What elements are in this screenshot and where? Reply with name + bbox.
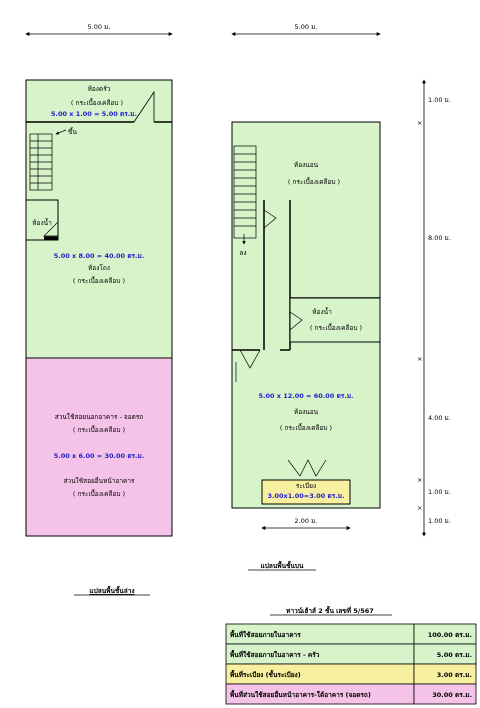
front-name-label: ส่วนใช้สอยอื่นหน้าอาคาร bbox=[63, 476, 135, 485]
upper-width-dimension: 5.00 ม. bbox=[231, 23, 381, 36]
summary-row-value: 100.00 ตร.ม. bbox=[428, 631, 472, 639]
ground-front-area bbox=[25, 357, 173, 537]
ground-width-dimension: 5.00 ม. bbox=[25, 23, 173, 36]
svg-text:×: × bbox=[417, 119, 422, 127]
dim-v4-label: 1.00 ม. bbox=[428, 488, 451, 496]
hall-floor-label: ( กระเบื้องเคลือบ ) bbox=[73, 276, 125, 285]
upper-balcony bbox=[261, 479, 351, 505]
bedroom1-floor-label: ( กระเบื้องเคลือบ ) bbox=[288, 177, 340, 186]
bedroom2-floor-label: ( กระเบื้องเคลือบ ) bbox=[280, 423, 332, 432]
ground-up-label: ขึ้น bbox=[68, 127, 77, 136]
summary-row-value: 3.00 ตร.ม. bbox=[437, 671, 472, 679]
upper-area-label: 5.00 x 12.00 = 60.00 ตร.ม. bbox=[258, 392, 353, 400]
kitchen-floor-label: ( กระเบื้องเคลือบ ) bbox=[71, 98, 123, 107]
bedroom2-label: ห้องนอน bbox=[294, 408, 319, 416]
front-use-label: ส่วนใช้สอยนอกอาคาร - จอดรถ bbox=[55, 413, 144, 421]
bedroom1-label: ห้องนอน bbox=[294, 161, 319, 169]
dim-v3-label: 4.00 ม. bbox=[428, 414, 451, 422]
svg-text:×: × bbox=[417, 355, 422, 363]
summary-row-label: พื้นที่ใช้สอยภายในอาคาร bbox=[230, 629, 301, 639]
summary-title: ทาวน์เฮ้าส์ 2 ชั้น เลขที่ 5/567 bbox=[286, 605, 374, 615]
stair-width-dimension: 2.00 ม. bbox=[261, 517, 351, 530]
summary-row: พื้นที่ระเบียง (ชั้นระเบียง) 3.00 ตร.ม. bbox=[225, 663, 477, 685]
stair-width-label: 2.00 ม. bbox=[295, 517, 318, 525]
ground-floor-plan: ขึ้น ห้องครัว ( กระเบื้องเคลือบ ) 5.00 x… bbox=[25, 79, 173, 537]
balcony-label: ระเบียง bbox=[296, 482, 316, 490]
ground-width-label: 5.00 ม. bbox=[88, 23, 111, 31]
upper-bath-floor-label: ( กระเบื้องเคลือบ ) bbox=[310, 323, 362, 332]
summary-row-label: พื้นที่ระเบียง (ชั้นระเบียง) bbox=[230, 669, 301, 679]
summary-row: พื้นที่ใช้สอยภายในอาคาร - ครัว 5.00 ตร.ม. bbox=[225, 643, 477, 665]
kitchen-door-swing bbox=[133, 90, 155, 123]
summary-row-label: พื้นที่ส่วนใช้สอยอื่นหน้าอาคาร-ใต้อาคาร … bbox=[230, 689, 371, 699]
upper-bath-label: ห้องน้ำ bbox=[312, 307, 332, 316]
summary-row: พื้นที่ส่วนใช้สอยอื่นหน้าอาคาร-ใต้อาคาร … bbox=[225, 683, 477, 705]
ground-bath-label: ห้องน้ำ bbox=[32, 218, 52, 227]
hall-label: ห้องโถง bbox=[88, 264, 110, 272]
svg-text:×: × bbox=[417, 504, 422, 512]
summary-row-label: พื้นที่ใช้สอยภายในอาคาร - ครัว bbox=[230, 649, 320, 659]
dim-v5-label: 1.00 ม. bbox=[428, 517, 451, 525]
summary-row-value: 5.00 ตร.ม. bbox=[437, 651, 472, 659]
front-area-label: 5.00 x 6.00 = 30.00 ตร.ม. bbox=[54, 452, 145, 460]
summary-row: พื้นที่ใช้สอยภายในอาคาร 100.00 ตร.ม. bbox=[225, 623, 477, 645]
upper-floor-plan: ลง ห้องนอน ( กระเบื้องเคลือบ ) ห้องน้ำ (… bbox=[231, 121, 381, 509]
upper-plan-title: แปลนพื้นชั้นบน bbox=[261, 560, 304, 570]
ground-bathroom bbox=[25, 199, 59, 241]
dim-v2-label: 8.00 ม. bbox=[428, 234, 451, 242]
upper-width-label: 5.00 ม. bbox=[295, 23, 318, 31]
dim-v1-label: 1.00 ม. bbox=[428, 96, 451, 104]
kitchen-area-label: 5.00 x 1.00 = 5.00 ตร.ม. bbox=[51, 110, 137, 118]
svg-text:×: × bbox=[417, 476, 422, 484]
balcony-area-label: 3.00x1.00=3.00 ตร.ม. bbox=[268, 492, 345, 500]
ground-plan-title: แปลนพื้นชั้นล่าง bbox=[89, 585, 134, 595]
upper-bathroom bbox=[289, 297, 381, 343]
ground-stairs bbox=[29, 133, 53, 191]
summary-row-value: 30.00 ตร.ม. bbox=[432, 691, 472, 699]
front-floor2-label: ( กระเบื้องเคลือบ ) bbox=[73, 489, 125, 498]
upper-stairs bbox=[233, 145, 257, 239]
kitchen-label: ห้องครัว bbox=[88, 85, 111, 93]
upper-down-label: ลง bbox=[239, 249, 246, 257]
vertical-dimension-chain: × × × × 1.00 ม. 8.00 ม. 4.00 ม. 1.00 ม. … bbox=[417, 79, 451, 537]
front-floor-label: ( กระเบื้องเคลือบ ) bbox=[73, 425, 125, 434]
hall-area-label: 5.00 x 8.00 = 40.00 ตร.ม. bbox=[54, 252, 145, 260]
